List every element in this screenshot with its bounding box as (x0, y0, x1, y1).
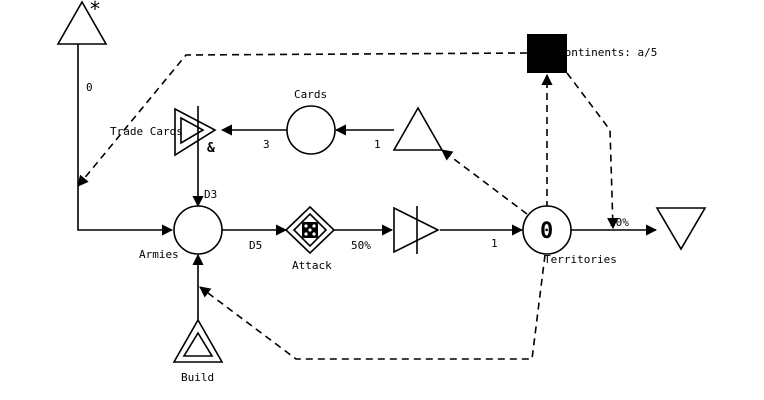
state-continents-to-armies-source (77, 52, 528, 187)
armies-pool[interactable] (173, 205, 223, 255)
source-top-marker: * (89, 0, 101, 21)
armies-label: Armies (139, 248, 179, 261)
trade-cards-converter[interactable] (174, 106, 217, 157)
edge-label-gate-to-territories: 1 (491, 237, 498, 250)
edge-label-attack-to-territories: 50% (351, 239, 371, 252)
territories-count: 0 (540, 219, 553, 244)
edge-source-to-armies (77, 44, 174, 236)
edge-label-armies-to-attack: D5 (249, 239, 262, 252)
edge-label-cards-to-trade: 3 (263, 138, 270, 151)
edge-label-trade-to-armies: D3 (204, 188, 217, 201)
drain-node[interactable] (655, 207, 707, 251)
build-source[interactable] (172, 318, 224, 363)
cards-source-node[interactable] (392, 106, 444, 151)
attack-label: Attack (292, 259, 332, 272)
attack-node[interactable] (284, 205, 336, 255)
edge-label-source-to-armies: 0 (86, 81, 93, 94)
edge-label-source-to-cards: 1 (374, 138, 381, 151)
trade-cards-marker: & (207, 141, 215, 156)
territories-gate[interactable] (393, 206, 440, 254)
territories-label: Territories (544, 253, 617, 266)
continents-label: Continents: a/5 (558, 46, 657, 59)
cards-pool[interactable] (286, 105, 336, 155)
continents-register[interactable] (527, 34, 567, 73)
edge-label-territories-to-drain: 10% (609, 216, 629, 229)
trade-cards-label: Trade Cards (110, 125, 183, 138)
build-label: Build (181, 371, 214, 384)
state-territories-to-build (199, 254, 546, 360)
state-continents-to-drain (566, 72, 619, 230)
territories-pool[interactable] (522, 205, 572, 255)
state-territories-to-cards-source (441, 149, 528, 215)
source-node-top[interactable] (56, 0, 108, 45)
cards-label: Cards (294, 88, 327, 101)
